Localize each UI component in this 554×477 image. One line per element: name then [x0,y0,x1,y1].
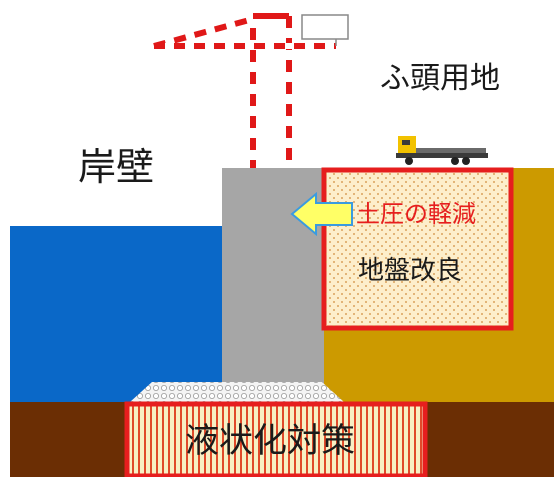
gantry-crane-icon [153,13,349,168]
ground-improvement-label: 地盤改良 [358,256,463,286]
liquefaction-countermeasure-label: 液状化対策 [185,421,355,461]
rubble-mound [130,382,344,402]
wharf-land-label: ふ頭用地 [380,61,500,96]
liquefaction-zone [124,401,428,477]
quay-wall-label: 岸壁 [78,145,155,189]
earth-pressure-reduction-label: 土圧の軽減 [356,200,476,228]
left-arrow-icon [290,191,353,237]
sea-water [10,226,224,402]
truck-icon [396,136,488,165]
